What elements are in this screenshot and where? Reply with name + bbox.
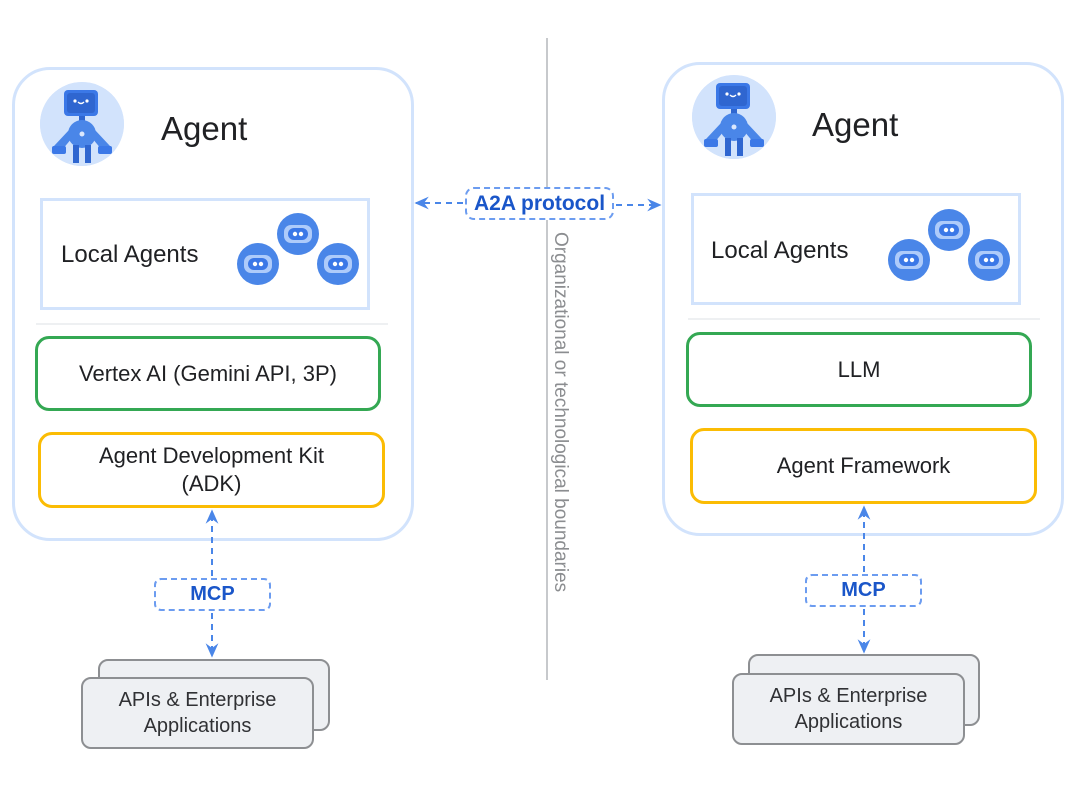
left-api-label-line2: Applications	[143, 715, 252, 737]
left-mcp-tag: MCP	[154, 578, 271, 611]
left-api-box: APIs & Enterprise Applications	[81, 677, 314, 749]
right-api-label-line2: Applications	[794, 711, 903, 733]
a2a-protocol-label: A2A protocol	[473, 191, 606, 215]
left-api-label-line1: APIs & Enterprise	[118, 689, 277, 711]
right-framework-box: Agent Framework	[690, 428, 1037, 504]
left-agent-title: Agent	[161, 110, 248, 147]
right-model-box: LLM	[686, 332, 1032, 407]
robot-heads-icon	[885, 206, 1015, 286]
robot-heads-icon	[234, 210, 364, 290]
left-framework-box: Agent Development Kit (ADK)	[38, 432, 385, 508]
left-mcp-label: MCP	[190, 583, 235, 605]
left-local-agents-label: Local Agents	[61, 241, 199, 268]
right-local-agents-label: Local Agents	[711, 237, 849, 264]
right-framework-label: Agent Framework	[776, 453, 951, 478]
right-api-box: APIs & Enterprise Applications	[732, 673, 965, 745]
left-model-label: Vertex AI (Gemini API, 3P)	[79, 360, 337, 386]
a2a-protocol-tag: A2A protocol	[465, 187, 614, 220]
right-local-agents-box	[691, 193, 1021, 305]
left-model-box: Vertex AI (Gemini API, 3P)	[35, 336, 381, 411]
left-framework-label-line1: Agent Development Kit	[98, 443, 325, 468]
boundary-line	[546, 38, 548, 680]
left-framework-label-line2: (ADK)	[181, 471, 242, 496]
left-divider	[36, 323, 388, 325]
right-divider	[688, 318, 1040, 320]
left-local-agents-box	[40, 198, 370, 310]
right-agent-title: Agent	[812, 106, 899, 143]
right-mcp-label: MCP	[841, 579, 886, 601]
right-api-label-line1: APIs & Enterprise	[769, 685, 928, 707]
right-mcp-tag: MCP	[805, 574, 922, 607]
robot-avatar-icon	[40, 82, 124, 166]
right-model-label: LLM	[837, 356, 881, 382]
boundary-label: Organizational or technological boundari…	[550, 232, 571, 593]
robot-avatar-icon	[692, 75, 776, 159]
